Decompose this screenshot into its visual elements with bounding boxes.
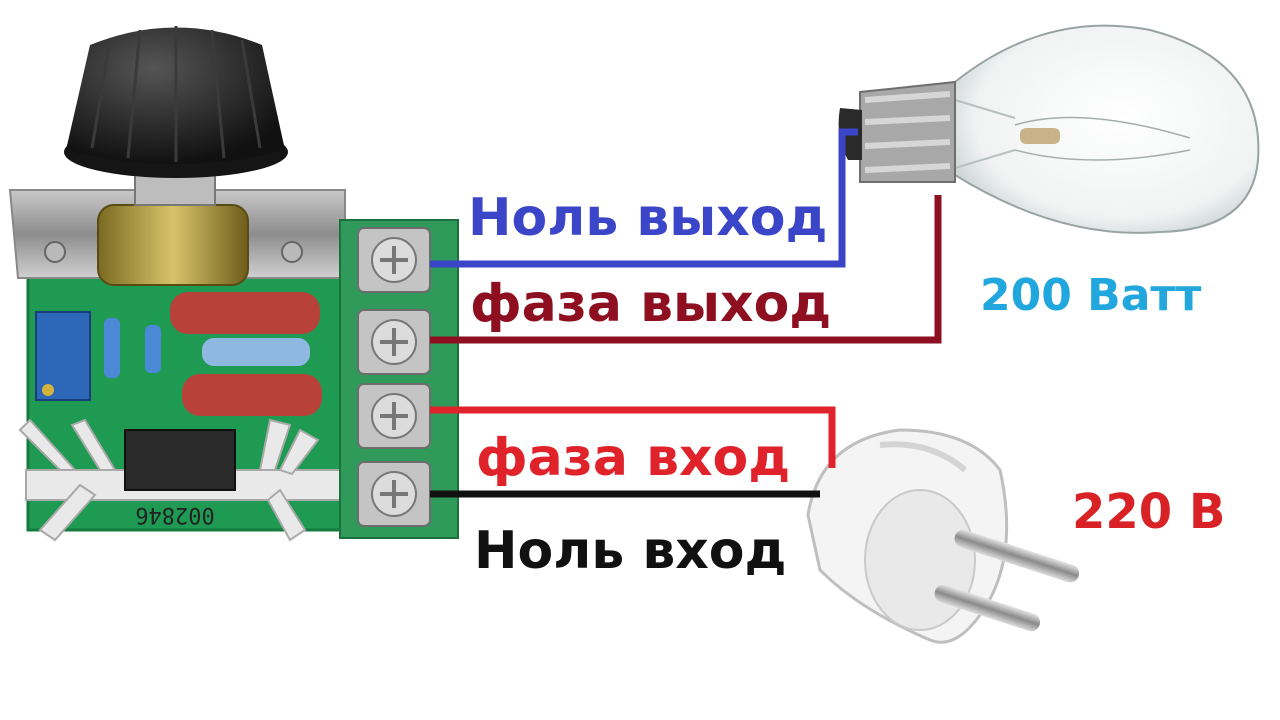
- terminal-4[interactable]: [357, 461, 431, 527]
- terminal-screws: [357, 227, 431, 527]
- terminal-1[interactable]: [357, 227, 431, 293]
- wires: [430, 128, 942, 498]
- wire-phase-in: [430, 406, 836, 468]
- label-lamp-power: 200 Ватт: [980, 270, 1202, 321]
- resistor: [104, 318, 120, 378]
- label-neutral-input: Ноль вход: [474, 521, 787, 581]
- mains-plug-icon: [806, 428, 1080, 644]
- plug-pin: [954, 529, 1080, 583]
- label-neutral-output: Ноль выход: [468, 188, 828, 248]
- potentiometer: [97, 204, 249, 286]
- wire-neutral-out: [430, 128, 858, 268]
- plug-pin: [934, 584, 1041, 632]
- board-marking: 002846: [135, 502, 214, 527]
- resistor: [145, 325, 161, 373]
- label-phase-output: фаза выход: [470, 274, 832, 334]
- terminal-2[interactable]: [357, 309, 431, 375]
- wire-phase-out: [430, 195, 942, 344]
- dimmer-module-icon: 002846: [8, 26, 459, 542]
- capacitor: [182, 374, 322, 416]
- label-mains-voltage: 220 В: [1072, 484, 1226, 540]
- heatsink: [18, 418, 357, 542]
- terminal-3[interactable]: [357, 383, 431, 449]
- capacitor: [170, 292, 320, 334]
- resistor: [202, 338, 310, 366]
- label-phase-input: фаза вход: [476, 428, 791, 488]
- incandescent-bulb-icon: [838, 24, 1260, 234]
